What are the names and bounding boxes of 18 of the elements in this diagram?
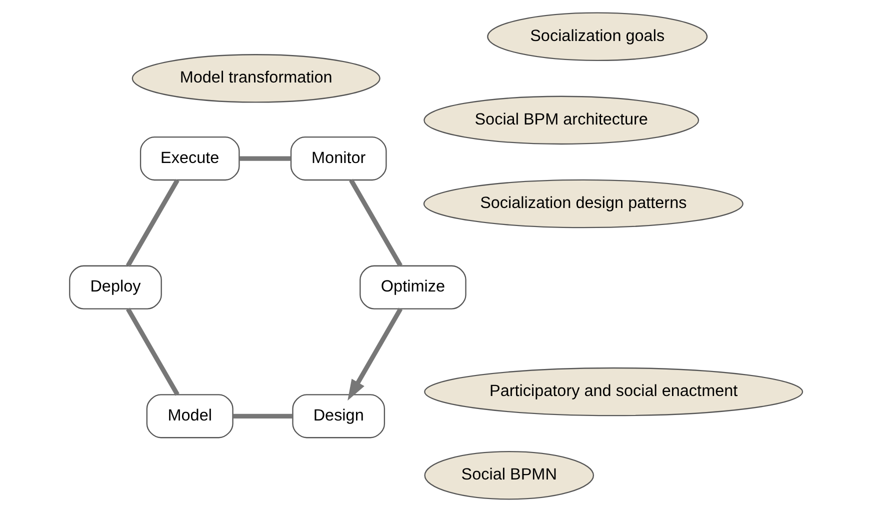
node-box: Optimize	[359, 265, 466, 310]
connector	[238, 156, 290, 161]
node-ellipse: Social BPMN	[424, 450, 594, 500]
node-ellipse: Social BPM architecture	[423, 96, 699, 145]
node-box: Design	[292, 394, 385, 438]
node-ellipse: Socialization goals	[486, 12, 708, 62]
node-ellipse: Participatory and social enactment	[424, 367, 803, 416]
node-box: Execute	[139, 136, 240, 181]
connector	[125, 308, 179, 396]
connector	[125, 179, 179, 267]
node-box: Deploy	[68, 265, 162, 310]
arrow	[347, 308, 402, 401]
node-box: Model	[146, 394, 233, 438]
connector	[348, 178, 402, 267]
node-ellipse: Model transformation	[131, 54, 380, 103]
node-ellipse: Socialization design patterns	[422, 179, 743, 228]
node-box: Monitor	[290, 136, 386, 181]
connector	[232, 414, 292, 418]
